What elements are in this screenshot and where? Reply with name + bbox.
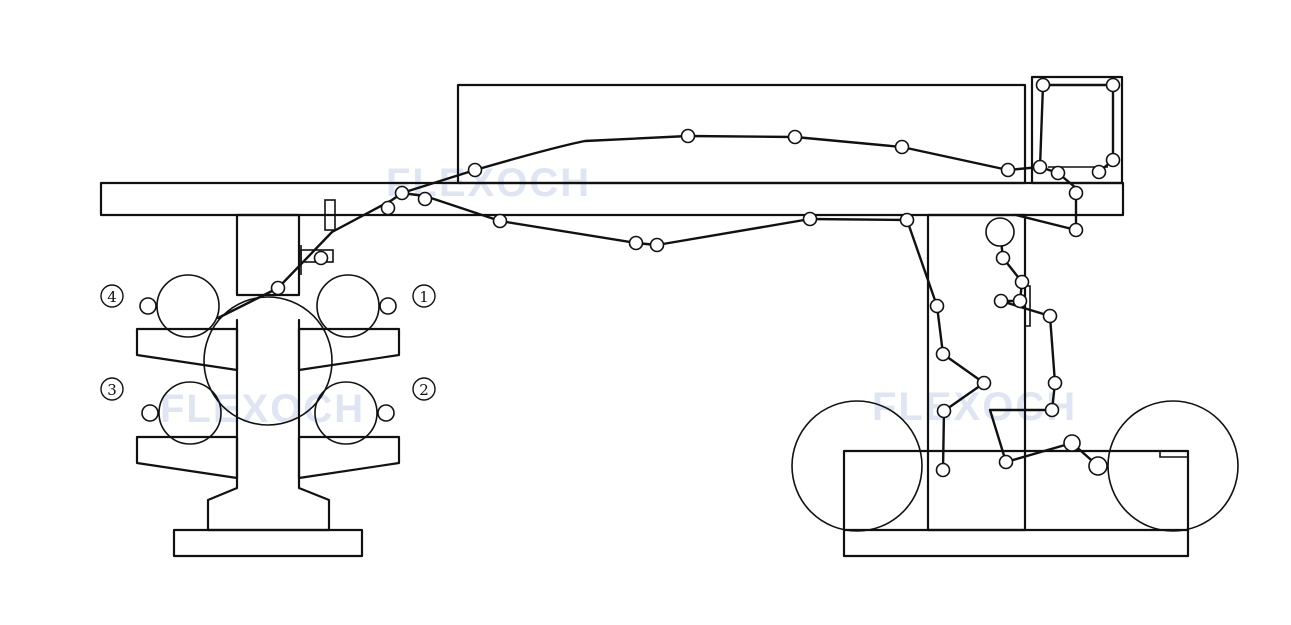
guide-roller [270,280,286,296]
plate-cylinder-2 [314,381,378,445]
guide-roller [417,191,433,207]
guide-roller [993,293,1009,309]
guide-roller [976,375,992,391]
guide-roller [1032,159,1048,175]
main-frame-beam [99,181,1125,217]
guide-roller [935,346,951,362]
plate-cylinder-3 [158,381,222,445]
station-marker-1: 1 [412,284,436,308]
guide-roller [998,454,1014,470]
guide-roller [313,250,329,266]
right-stand-body [842,449,1190,532]
plate-cylinder-4 [156,274,220,338]
guide-roller [380,200,396,216]
plate-cylinder-1 [316,274,380,338]
guide-roller [1042,308,1058,324]
guide-roller [628,235,644,251]
guide-roller [894,139,910,155]
right-column [926,213,1027,532]
guide-roller [492,213,508,229]
guide-roller [1012,293,1028,309]
guide-roller [1105,77,1121,93]
arm-station-1 [297,327,401,372]
anilox-roller-2 [377,404,395,422]
station-number-4: 4 [107,288,117,306]
left-column-upper [235,213,301,297]
anilox-roller-4 [139,297,157,315]
rewind-reel [1107,400,1239,532]
guide-roller [1047,375,1063,391]
nip-roller [985,217,1015,247]
guide-roller [1035,77,1051,93]
guide-roller [649,237,665,253]
guide-roller [936,403,952,419]
guide-roller [1091,164,1107,180]
web-path-upper [216,191,986,472]
guide-roller [1050,165,1066,181]
station-number-3: 3 [107,381,117,399]
guide-bracket [324,199,336,231]
anilox-roller-1 [379,297,397,315]
guide-roller [1014,274,1030,290]
anilox-roller-3 [141,404,159,422]
guide-roller [1044,402,1060,418]
station-number-1: 1 [419,288,429,306]
guide-roller [680,128,696,144]
guide-roller [1068,185,1084,201]
guide-roller [935,462,951,478]
left-base-plate [172,528,364,558]
guide-roller [1068,222,1084,238]
guide-roller [1105,152,1121,168]
guide-roller [995,250,1011,266]
right-base-plate [842,528,1190,558]
guide-roller [929,298,945,314]
watermark-right: FLEXOCH [872,385,1077,429]
guide-roller [899,212,915,228]
arm-station-4 [135,327,239,372]
guide-roller [1000,162,1016,178]
guide-roller [802,211,818,227]
web-path-cooler [1038,83,1115,174]
guide-roller [1088,456,1108,476]
station-marker-3: 3 [100,377,124,401]
guide-rollers [270,77,1121,478]
guide-roller [467,162,483,178]
guide-roller [787,129,803,145]
station-marker-4: 4 [100,284,124,308]
central-impression-cylinder [203,296,333,426]
arm-station-3 [135,435,239,480]
watermark-middle: FLEXOCH [160,387,365,431]
guide-roller [1063,434,1081,452]
station-marker-2: 2 [412,377,436,401]
guide-roller [394,185,410,201]
station-number-2: 2 [419,381,429,399]
right-stand-notch [1159,451,1188,458]
unwind-reel [791,400,923,532]
web-path-rewind [988,230,1100,468]
